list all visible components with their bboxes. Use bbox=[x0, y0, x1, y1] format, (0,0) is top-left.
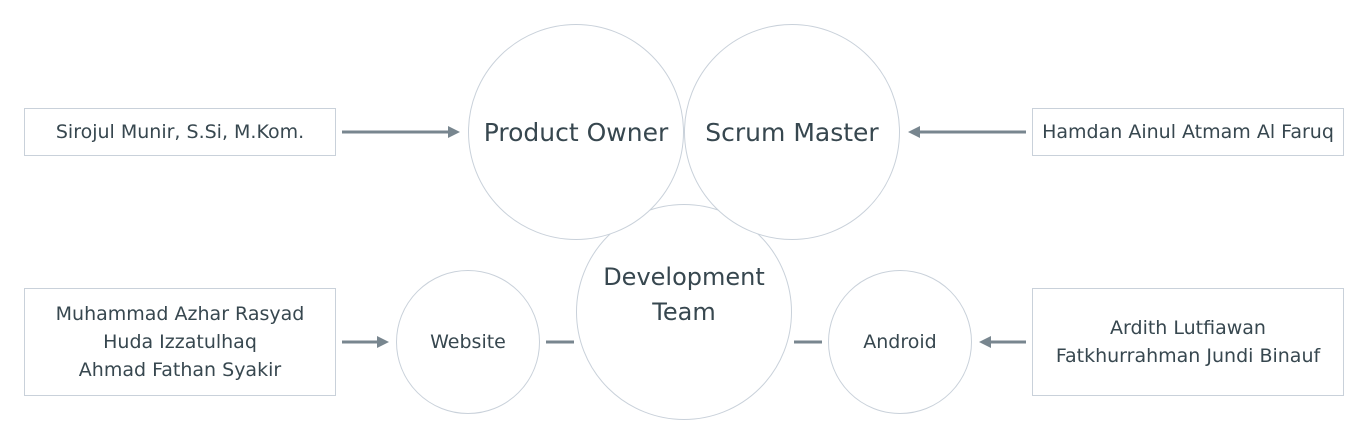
android-label: Android bbox=[863, 331, 937, 353]
android-member: Ardith Lutfiawan bbox=[1110, 317, 1266, 339]
android-team-box: Ardith Lutfiawan Fatkhurrahman Jundi Bin… bbox=[1032, 288, 1344, 396]
product-owner-name: Sirojul Munir, S.Si, M.Kom. bbox=[55, 121, 305, 143]
product-owner-circle: Product Owner bbox=[468, 24, 684, 240]
website-circle: Website bbox=[396, 270, 540, 414]
website-label: Website bbox=[430, 331, 506, 353]
scrum-master-name-box: Hamdan Ainul Atmam Al Faruq bbox=[1032, 108, 1344, 156]
scrum-master-label: Scrum Master bbox=[705, 117, 879, 147]
arrow-to-android bbox=[979, 336, 1026, 348]
arrow-to-product-owner bbox=[342, 126, 460, 138]
website-member: Ahmad Fathan Syakir bbox=[78, 359, 282, 381]
website-member: Muhammad Azhar Rasyad bbox=[55, 303, 305, 325]
scrum-master-name: Hamdan Ainul Atmam Al Faruq bbox=[1042, 121, 1334, 143]
development-team-circle: Development Team bbox=[576, 204, 792, 420]
scrum-master-circle: Scrum Master bbox=[684, 24, 900, 240]
website-member: Huda Izzatulhaq bbox=[103, 331, 257, 353]
product-owner-label: Product Owner bbox=[483, 117, 669, 147]
website-team-box: Muhammad Azhar Rasyad Huda Izzatulhaq Ah… bbox=[24, 288, 336, 396]
android-member: Fatkhurrahman Jundi Binauf bbox=[1055, 345, 1321, 367]
product-owner-name-box: Sirojul Munir, S.Si, M.Kom. bbox=[24, 108, 336, 156]
android-circle: Android bbox=[828, 270, 972, 414]
arrow-to-scrum-master bbox=[908, 126, 1026, 138]
arrow-to-website bbox=[342, 336, 389, 348]
development-team-label-line1: Development bbox=[603, 263, 765, 291]
development-team-label-line2: Team bbox=[652, 298, 716, 326]
